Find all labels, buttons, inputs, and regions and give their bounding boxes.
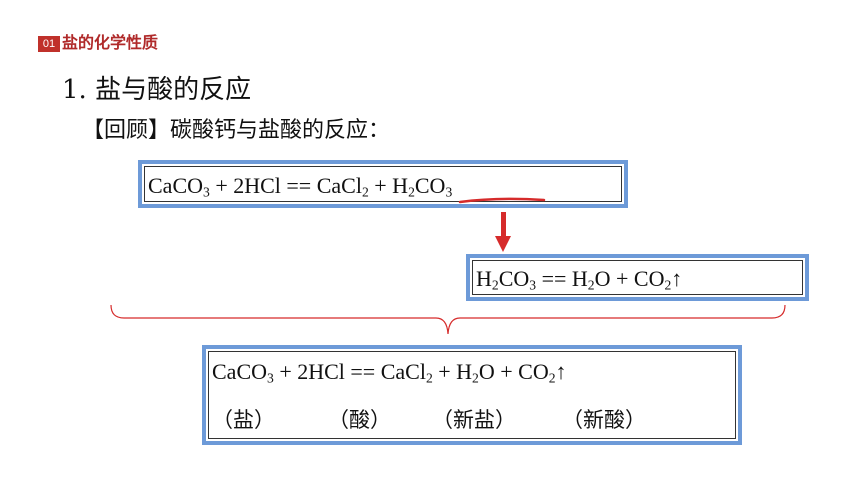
brace-icon bbox=[110, 304, 786, 335]
eq1-sub: 2 bbox=[408, 184, 415, 200]
eq1-sub: 3 bbox=[203, 184, 210, 200]
eq2-h: H bbox=[476, 266, 492, 291]
eq2-sub: 3 bbox=[529, 277, 537, 293]
eq3-sub: 2 bbox=[425, 370, 433, 386]
eq3-mid: + 2HCl == CaCl bbox=[273, 359, 426, 384]
equation-box-2: H2CO3 == H2O + CO2↑ bbox=[466, 254, 809, 301]
substance-role-labels: （盐） （酸） （新盐） （新酸） bbox=[212, 405, 646, 435]
eq2-mid: == H bbox=[536, 266, 588, 291]
eq1-co: CO bbox=[414, 173, 446, 198]
page-heading: 1. 盐与酸的反应 bbox=[62, 75, 252, 105]
label-new-acid: （新酸） bbox=[562, 408, 646, 432]
eq1-h: H bbox=[392, 173, 409, 198]
equation-box-1: CaCO3 + 2HCl == CaCl2 + H2CO3 bbox=[138, 160, 628, 208]
eq3-plus: + H bbox=[432, 359, 473, 384]
equation-2: H2CO3 == H2O + CO2↑ bbox=[476, 264, 682, 294]
section-title: 盐的化学性质 bbox=[62, 33, 159, 52]
label-salt: （盐） bbox=[212, 408, 275, 432]
eq2-arrow: ↑ bbox=[671, 266, 683, 291]
eq1-sub: 2 bbox=[361, 184, 369, 200]
eq2-co: CO bbox=[498, 266, 530, 291]
down-arrow-icon bbox=[495, 212, 511, 252]
eq2-sub: 2 bbox=[664, 277, 672, 293]
equation-box-3: CaCO3 + 2HCl == CaCl2 + H2O + CO2↑ （盐）（酸… bbox=[202, 345, 742, 445]
review-text: 【回顾】碳酸钙与盐酸的反应： bbox=[82, 118, 391, 143]
eq1-mid: + 2HCl == CaCl bbox=[209, 173, 362, 198]
eq3-arrow: ↑ bbox=[555, 359, 567, 384]
eq3-o: O + CO bbox=[478, 359, 549, 384]
label-acid: （酸） bbox=[328, 408, 391, 432]
eq1-caco: CaCO bbox=[148, 173, 203, 198]
equation-box-1-inner-border bbox=[144, 166, 622, 202]
eq1-plus: + bbox=[368, 173, 393, 198]
equation-box-3-inner-border bbox=[208, 351, 736, 439]
eq3-caco: CaCO bbox=[212, 359, 267, 384]
eq2-o: O + CO bbox=[594, 266, 665, 291]
eq3-sub: 2 bbox=[548, 370, 556, 386]
eq2-sub: 2 bbox=[587, 277, 595, 293]
eq2-sub: 2 bbox=[491, 277, 499, 293]
eq1-sub: 3 bbox=[445, 184, 453, 200]
eq3-sub: 2 bbox=[472, 370, 479, 386]
eq3-sub: 3 bbox=[267, 370, 274, 386]
label-new-salt: （新盐） bbox=[432, 408, 516, 432]
red-underline-mark bbox=[458, 197, 546, 204]
section-badge: 01 bbox=[38, 36, 60, 52]
equation-3: CaCO3 + 2HCl == CaCl2 + H2O + CO2↑ bbox=[212, 357, 567, 387]
equation-box-2-inner-border bbox=[472, 260, 803, 295]
equation-1: CaCO3 + 2HCl == CaCl2 + H2CO3 bbox=[148, 171, 452, 201]
